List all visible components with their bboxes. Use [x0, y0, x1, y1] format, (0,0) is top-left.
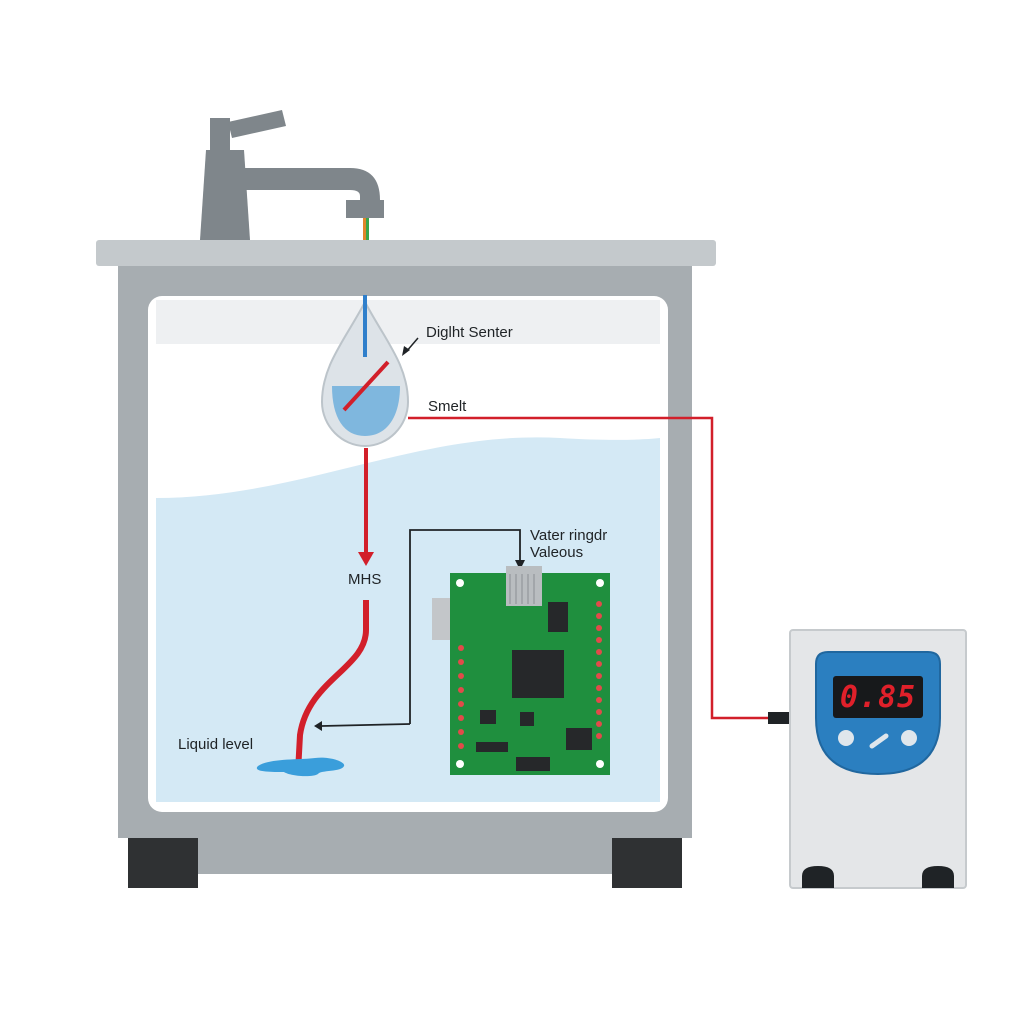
display-screen: [833, 676, 923, 718]
sensor-drop: [320, 295, 419, 448]
display-readout: 0.85: [839, 679, 917, 715]
control-wire: [409, 529, 521, 724]
signal-wire: [408, 416, 770, 720]
water-valves-label: Vater ringdr Valeous: [530, 527, 608, 561]
pcb-board: [432, 566, 610, 775]
controller-unit: [789, 629, 967, 889]
digit-sensor-label: Diglht Senter: [426, 324, 513, 341]
smelt-label: Smelt: [428, 398, 467, 415]
liquid-level-label: Liquid level: [178, 736, 254, 753]
right-knob: [901, 730, 917, 746]
mhs-label: MHS: [348, 571, 382, 588]
left-knob: [838, 730, 854, 746]
tank: [96, 240, 716, 888]
faucet: [200, 110, 384, 240]
puddle: [256, 757, 345, 777]
probe-tube: [295, 448, 374, 773]
